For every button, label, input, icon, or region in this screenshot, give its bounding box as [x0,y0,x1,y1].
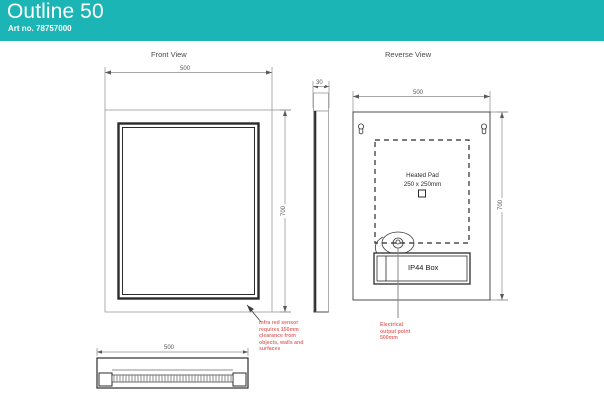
heated-pad-size: 250 x 250mm [403,181,442,188]
heated-pad-label: Heated Pad [406,172,439,179]
ip44-box-label: IP44 Box [408,263,439,272]
electrical-output-note: Electrical output point 500mm [380,322,411,342]
page-header: Outline 50 Art no. 78757000 [0,0,604,41]
side-depth-dimension: 30 [314,80,325,86]
infrared-sensor-note: Infra red sensor requires 150mm clearanc… [259,320,304,353]
bottom-width-dimension: 500 [162,345,177,351]
article-number: Art no. 78757000 [8,24,72,33]
front-width-dimension: 500 [178,66,193,72]
reverse-view-label: Reverse View [385,50,432,59]
front-view-label: Front View [151,50,187,59]
reverse-width-dimension: 500 [411,90,426,96]
page-title: Outline 50 [7,0,104,23]
